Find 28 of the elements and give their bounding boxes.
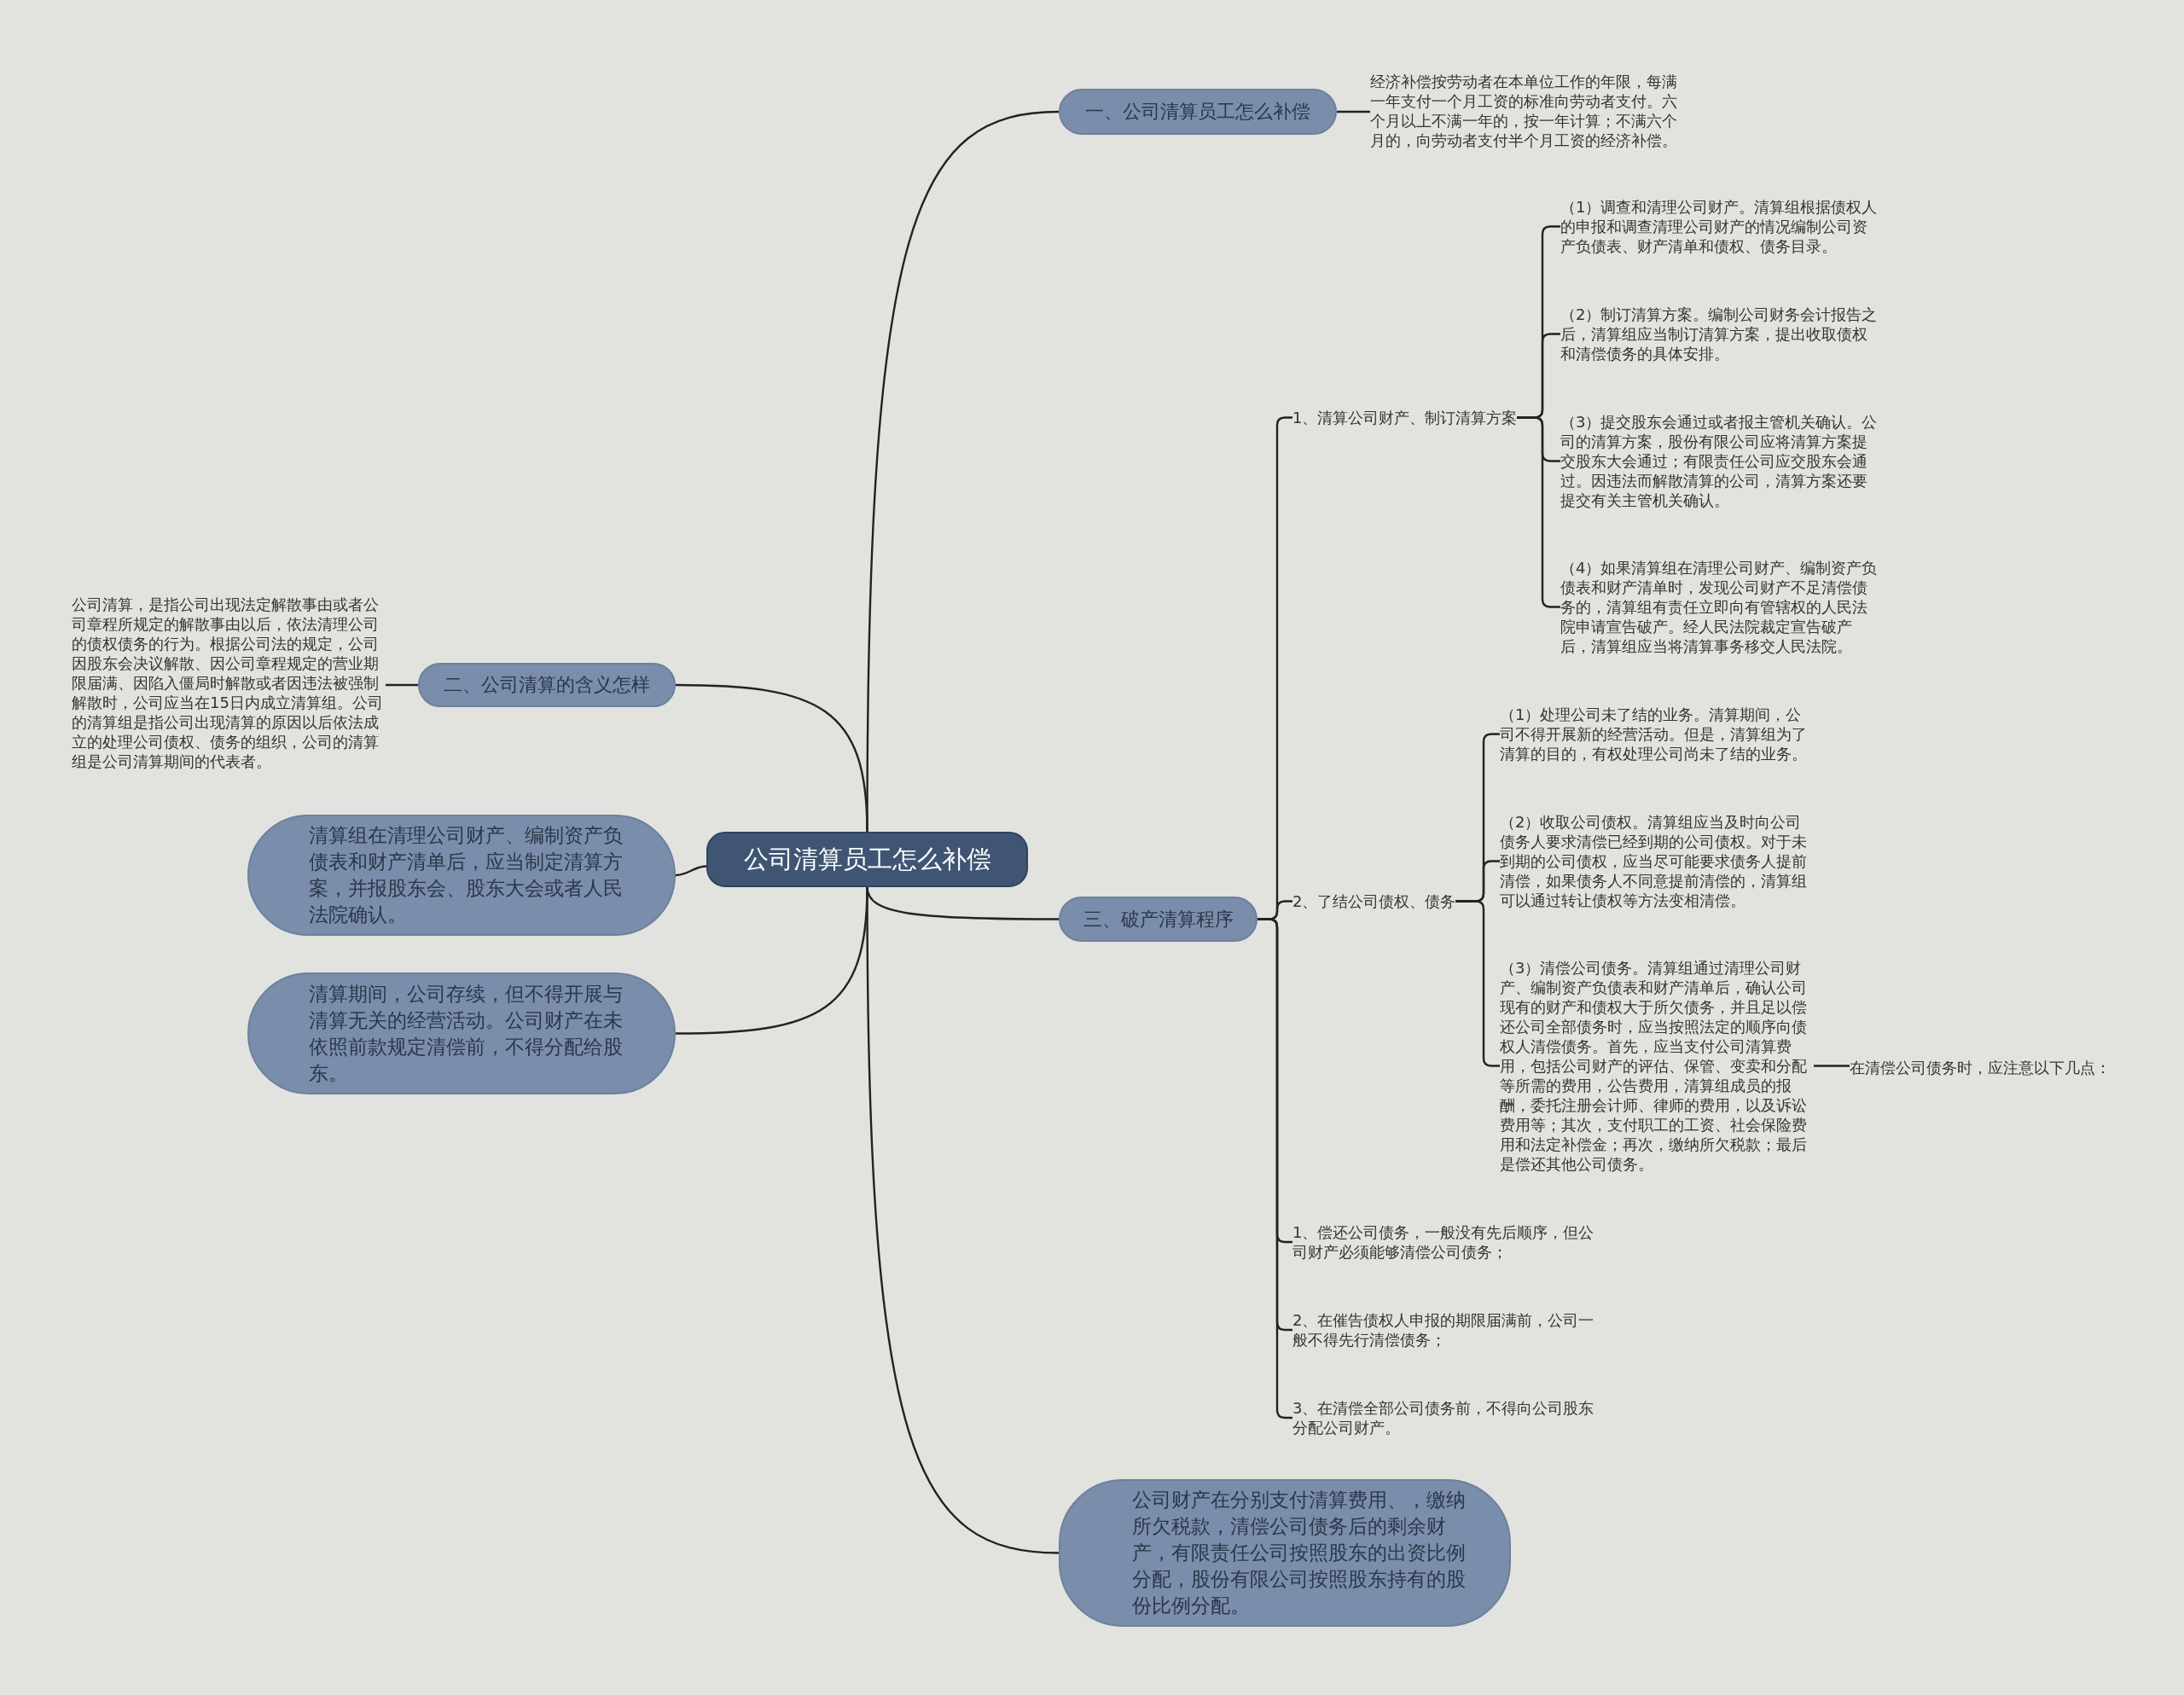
topic-box: 清算组在清理公司财产、编制资产负债表和财产清单后，应当制定清算方案，并报股东会、股东大会或者人民法院确认。 xyxy=(247,815,676,936)
topic-text: 3、在清偿全部公司债务前，不得向公司股东分配公司财产。 xyxy=(1292,1398,1606,1437)
topic-text: 在清偿公司债务时，应注意以下几点： xyxy=(1850,1058,2111,1077)
topic-text: 1、偿还公司债务，一般没有先后顺序，但公司财产必须能够清偿公司债务； xyxy=(1292,1222,1606,1262)
topic-box: 一、公司清算员工怎么补偿 xyxy=(1059,89,1337,135)
topic-text: （2）收取公司债权。清算组应当及时向公司债务人要求清偿已经到期的公司债权。对于未到期的公司债权，应当尽可能要求债务人提前清偿，如果债务人不同意提前清偿的，清算组可以通过转让债权等方法变相清偿。 xyxy=(1500,812,1814,910)
topic-text: （2）制订清算方案。编制公司财务会计报告之后，清算组应当制订清算方案，提出收取债权和清偿债务的具体安排。 xyxy=(1560,305,1878,363)
topic-box: 公司财产在分别支付清算费用、，缴纳所欠税款，清偿公司债务后的剩余财产，有限责任公司按照股东的出资比例分配，股份有限公司按照股东持有的股份比例分配。 xyxy=(1059,1479,1511,1627)
topic-box: 清算期间，公司存续，但不得开展与清算无关的经营活动。公司财产在未依照前款规定清偿前，不得分配给股东。 xyxy=(247,972,676,1094)
topic-text: （1）处理公司未了结的业务。清算期间，公司不得开展新的经营活动。但是，清算组为了清算的目的，有权处理公司尚未了结的业务。 xyxy=(1500,705,1814,763)
topic-text: 2、在催告债权人申报的期限届满前，公司一般不得先行清偿债务； xyxy=(1292,1310,1606,1350)
topic-text: 公司清算，是指公司出现法定解散事由或者公司章程所规定的解散事由以后，依法清理公司的债权债务的行为。根据公司法的规定，公司因股东会决议解散、因公司章程规定的营业期限届满、因陷入僵局时解散或者因违法被强制解散时，公司应当在15日内成立清算组。公司的清算组是指公司出现清算的原因以后依法成立的处理公司债权、债务的组织，公司的清算组是公司清算期间的代表者。 xyxy=(72,595,386,771)
central-topic-box: 公司清算员工怎么补偿 xyxy=(706,832,1028,887)
connector-line xyxy=(1814,1065,1850,1067)
connector-line xyxy=(675,865,707,877)
connector-line xyxy=(676,683,868,833)
connector-line xyxy=(866,887,1060,1554)
topic-text: 经济补偿按劳动者在本单位工作的年限，每满一年支付一个月工资的标准向劳动者支付。六个月以上不满一年的，按一年计算；不满六个月的，向劳动者支付半个月工资的经济补偿。 xyxy=(1370,72,1687,150)
topic-text: （4）如果清算组在清理公司财产、编制资产负债表和财产清单时，发现公司财产不足清偿债务的，清算组有责任立即向有管辖权的人民法院申请宣告破产。经人民法院裁定宣告破产后，清算组应当将清算事务移交人民法院。 xyxy=(1560,558,1878,656)
topic-text: 2、了结公司债权、债务 xyxy=(1292,891,1456,911)
connector-line xyxy=(386,683,418,687)
topic-box: 三、破产清算程序 xyxy=(1059,897,1258,942)
topic-text: （1）调查和清理公司财产。清算组根据债权人的申报和调查清理公司财产的情况编制公司资产负债表、财产清单和债权、债务目录。 xyxy=(1560,197,1878,256)
topic-box: 二、公司清算的含义怎样 xyxy=(418,663,676,707)
topic-text: 1、清算公司财产、制订清算方案 xyxy=(1292,408,1518,427)
topic-text: （3）提交股东会通过或者报主管机关确认。公司的清算方案，股份有限公司应将清算方案提交股东大会通过；有限责任公司应交股东会通过。因违法而解散清算的公司，清算方案还要提交有关主管机关确认。 xyxy=(1560,412,1878,510)
connector-line xyxy=(1337,110,1370,113)
topic-text: （3）清偿公司债务。清算组通过清理公司财产、编制资产负债表和财产清单后，确认公司现有的财产和债权大于所欠债务，并且足以偿还公司全部债务时，应当按照法定的顺序向债权人清偿债务。首先，应当支付公司清算费用，包括公司财产的评估、保管、变卖和分配等所需的费用，公告费用，清算组成员的报酬，委托注册会计师、律师的费用，以及诉讼费用等；其次，支付职工的工资、社会保险费用和法定补偿金；再次，缴纳所欠税款；最后是偿还其他公司债务。 xyxy=(1500,958,1814,1174)
